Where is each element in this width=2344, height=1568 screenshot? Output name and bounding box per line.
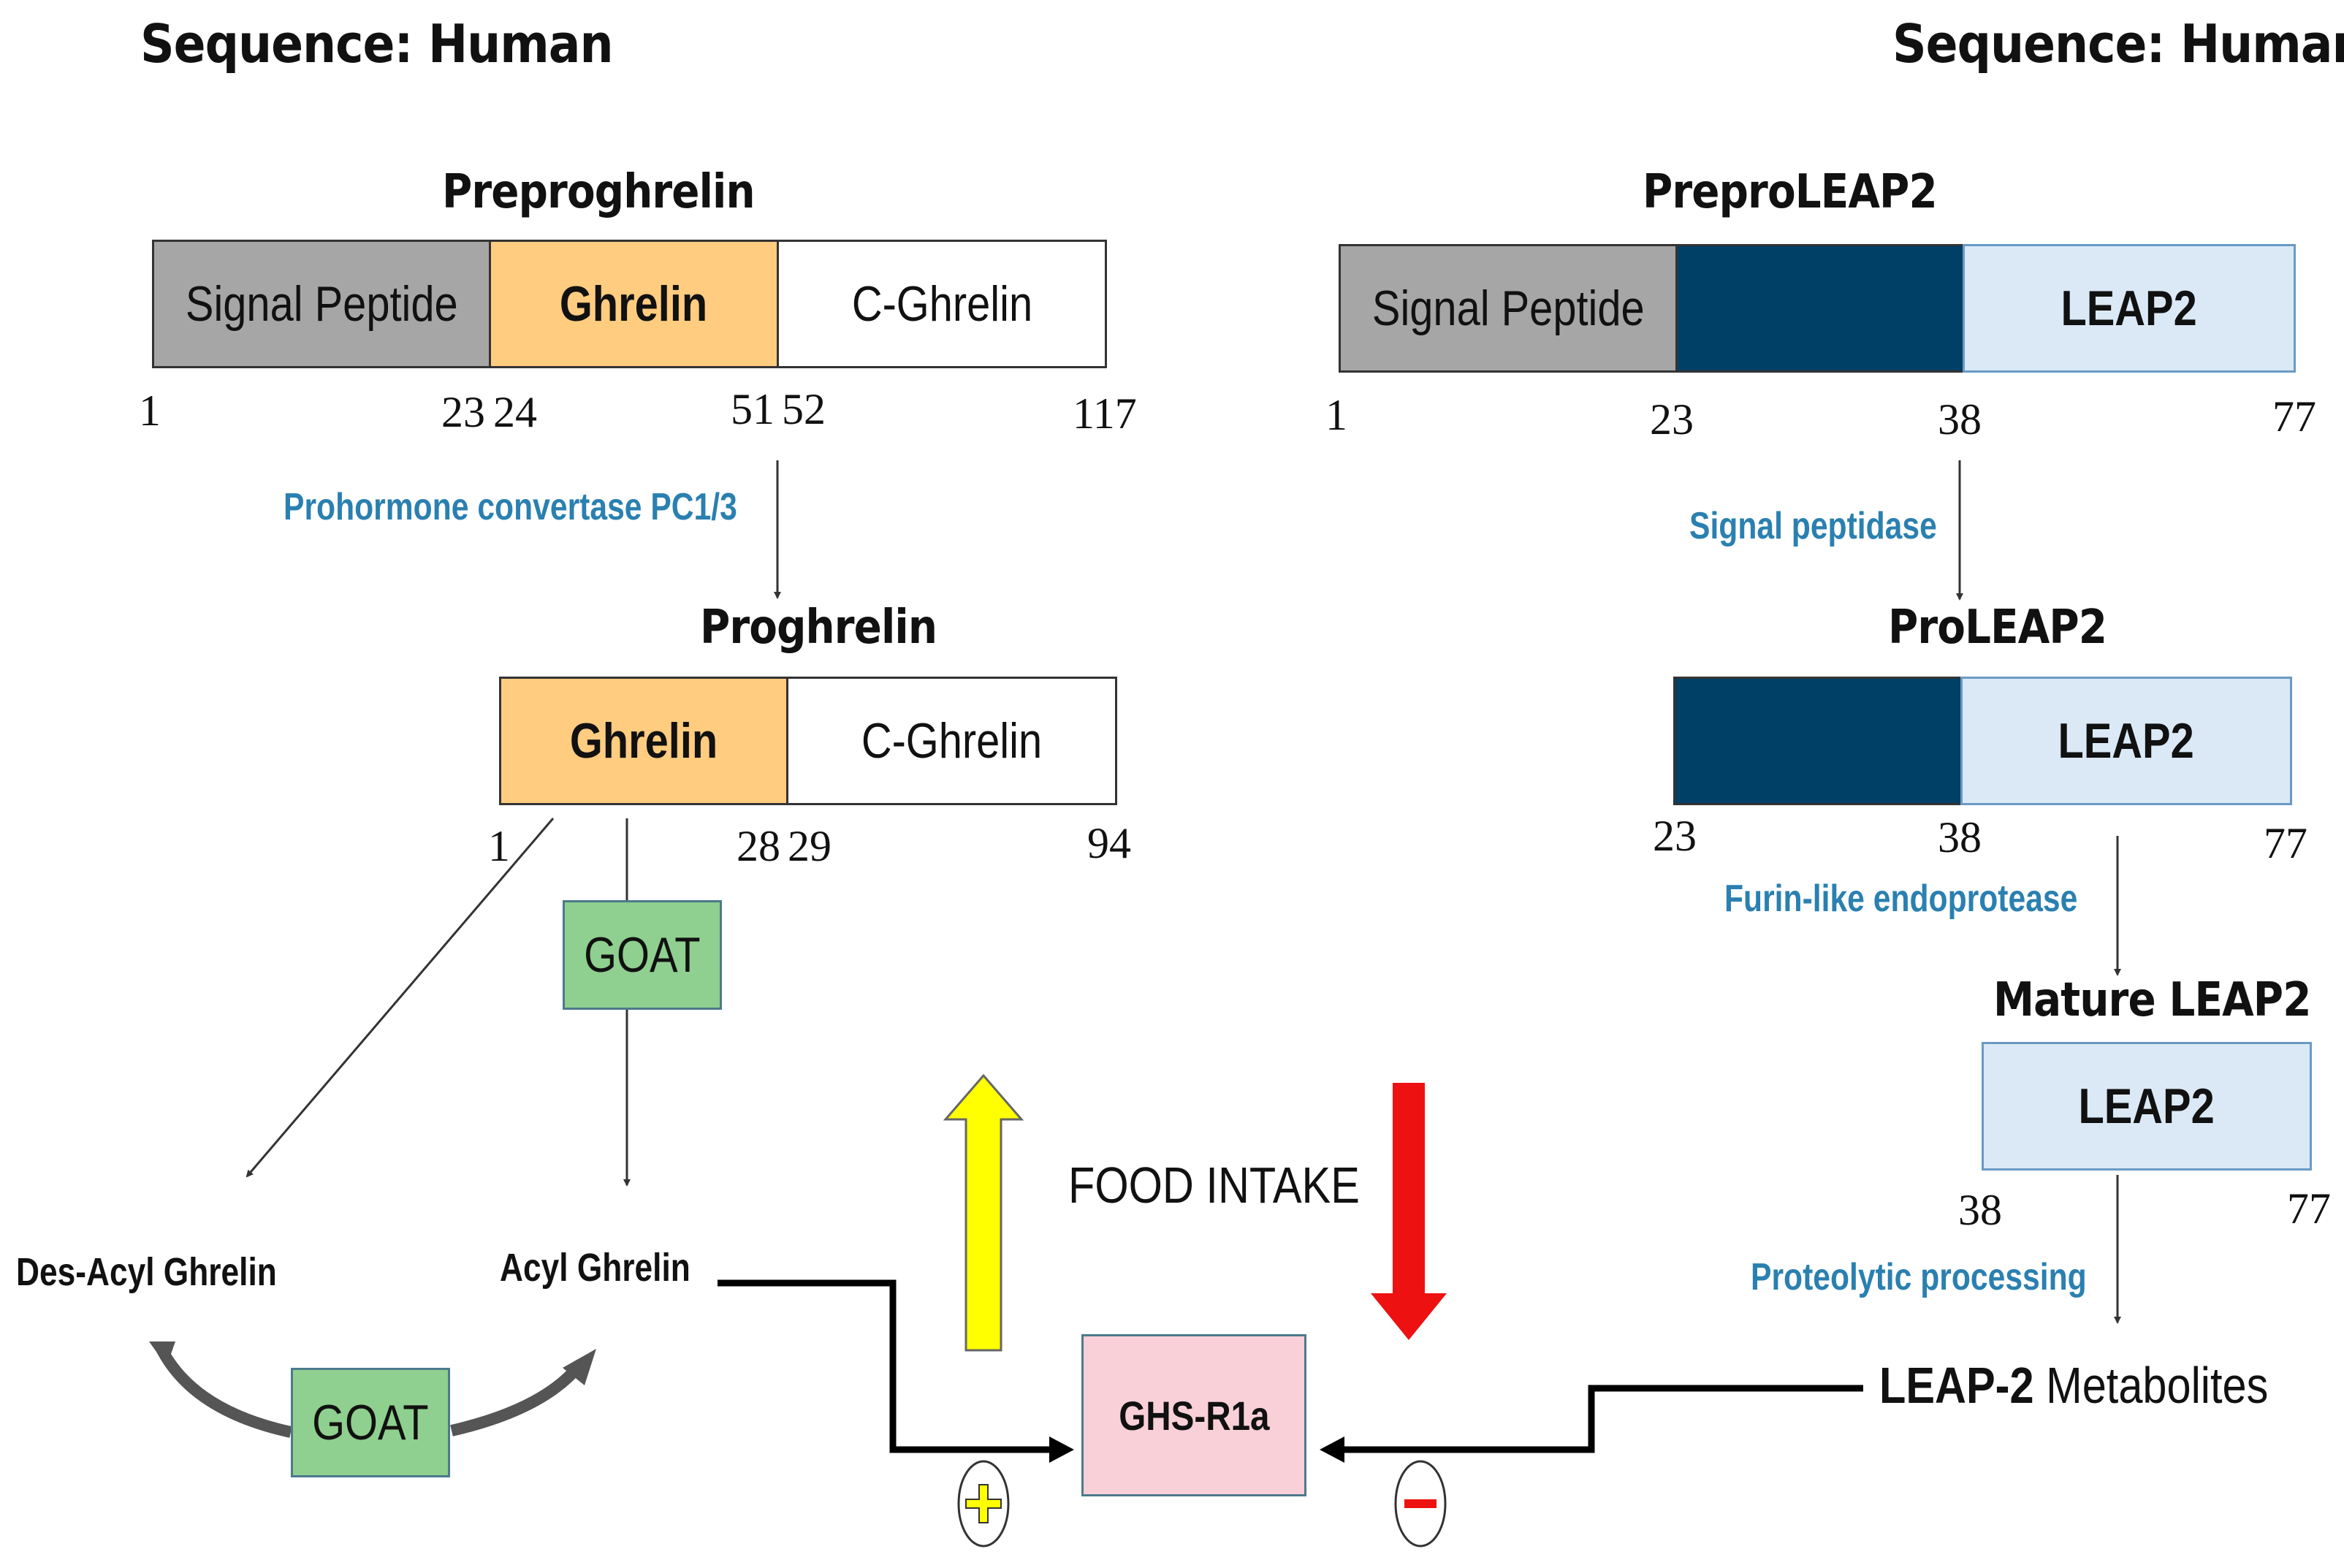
metabolites-to-receptor-line	[1343, 1385, 1863, 1453]
position-label: 1	[1325, 391, 1347, 439]
segment-label: C-Ghrelin	[861, 713, 1043, 769]
down-arrow	[1371, 1083, 1447, 1340]
mature-leap2-segment: LEAP2	[1982, 1042, 2312, 1171]
position-label: 94	[1087, 819, 1131, 867]
mature-leap2-title: Mature LEAP2	[1993, 973, 2311, 1027]
acyl-ghrelin-label: Acyl Ghrelin	[500, 1246, 690, 1290]
position-label: 24	[493, 388, 537, 436]
leap2-metabolites-label: LEAP-2 Metabolites	[1879, 1356, 2268, 1415]
position-label: 52	[782, 385, 826, 433]
position-label: 29	[788, 822, 832, 870]
position-label: 23	[441, 388, 485, 436]
position-label: 117	[1073, 389, 1137, 438]
enzyme-furin: Furin-like endoprotease	[1724, 878, 2078, 920]
preproghrelin-signal-peptide: Signal Peptide	[152, 240, 491, 368]
position-label: 38	[1958, 1186, 2002, 1234]
preproghrelin-title: Preproghrelin	[442, 165, 756, 219]
preproleap2-title: PreproLEAP2	[1643, 165, 1938, 219]
segment-label: Signal Peptide	[185, 276, 458, 332]
arrow-to-desacyl	[246, 818, 555, 1178]
goat-label: GOAT	[312, 1395, 429, 1450]
receptor-label: GHS-R1a	[1118, 1392, 1270, 1439]
up-arrow	[943, 1073, 1024, 1352]
sequence-header-right: Sequence: Human	[1892, 13, 2344, 75]
enzyme-pc13: Prohormone convertase PC1/3	[284, 486, 737, 528]
des-acyl-ghrelin-label: Des-Acyl Ghrelin	[16, 1250, 277, 1294]
acyl-to-receptor-head	[1049, 1436, 1074, 1463]
preproleap2-signal-peptide: Signal Peptide	[1339, 244, 1678, 373]
goat-curve-left	[153, 1341, 292, 1438]
position-label: 28	[737, 822, 780, 870]
goat-curve-left-tail	[149, 1341, 175, 1366]
position-label: 38	[1938, 813, 1982, 861]
proghrelin-ghrelin: Ghrelin	[499, 677, 788, 805]
sequence-header-left: Sequence: Human	[140, 13, 614, 75]
goat-curve-right	[450, 1363, 582, 1436]
segment-label: Ghrelin	[560, 276, 708, 332]
ghs-r1a-receptor: GHS-R1a	[1081, 1334, 1306, 1496]
proghrelin-c-ghrelin: C-Ghrelin	[786, 677, 1117, 805]
enzyme-proteolytic: Proteolytic processing	[1751, 1256, 2087, 1298]
position-label: 51	[731, 385, 775, 433]
goat-curve-right-head	[563, 1349, 596, 1385]
preproleap2-prodomain	[1675, 244, 1965, 373]
metabolites-bold: LEAP-2	[1879, 1357, 2034, 1414]
proleap2-prodomain	[1673, 677, 1963, 805]
position-label: 77	[2264, 819, 2307, 867]
segment-label: C-Ghrelin	[851, 276, 1032, 332]
goat-label: GOAT	[584, 927, 701, 983]
plus-sign	[965, 1484, 1002, 1523]
preproghrelin-ghrelin: Ghrelin	[489, 240, 779, 368]
position-label: 1	[139, 387, 161, 435]
proghrelin-title: Proghrelin	[700, 601, 937, 655]
segment-label: LEAP2	[2058, 713, 2195, 769]
position-label: 1	[488, 822, 510, 870]
food-intake-label: FOOD INTAKE	[1068, 1157, 1360, 1214]
acyl-to-receptor-line	[718, 1279, 1052, 1453]
segment-label: LEAP2	[2078, 1078, 2215, 1134]
position-label: 23	[1650, 395, 1694, 444]
proleap2-title: ProLEAP2	[1888, 601, 2107, 655]
goat-box-top: GOAT	[563, 900, 722, 1010]
position-label: 77	[2272, 392, 2316, 441]
metabolites-rest: Metabolites	[2033, 1357, 2269, 1414]
preproghrelin-c-ghrelin: C-Ghrelin	[777, 240, 1107, 368]
minus-sign	[1404, 1499, 1437, 1508]
segment-label: LEAP2	[2060, 281, 2198, 336]
proleap2-leap2: LEAP2	[1960, 677, 2292, 805]
metabolites-to-receptor-head	[1320, 1436, 1344, 1463]
position-label: 23	[1653, 812, 1697, 860]
enzyme-signal-peptidase: Signal peptidase	[1689, 505, 1937, 547]
segment-label: Ghrelin	[569, 713, 718, 769]
preproleap2-leap2: LEAP2	[1963, 244, 2296, 373]
goat-box-bottom: GOAT	[291, 1368, 450, 1477]
segment-label: Signal Peptide	[1371, 281, 1645, 336]
position-label: 77	[2287, 1184, 2331, 1233]
position-label: 38	[1938, 395, 1982, 444]
